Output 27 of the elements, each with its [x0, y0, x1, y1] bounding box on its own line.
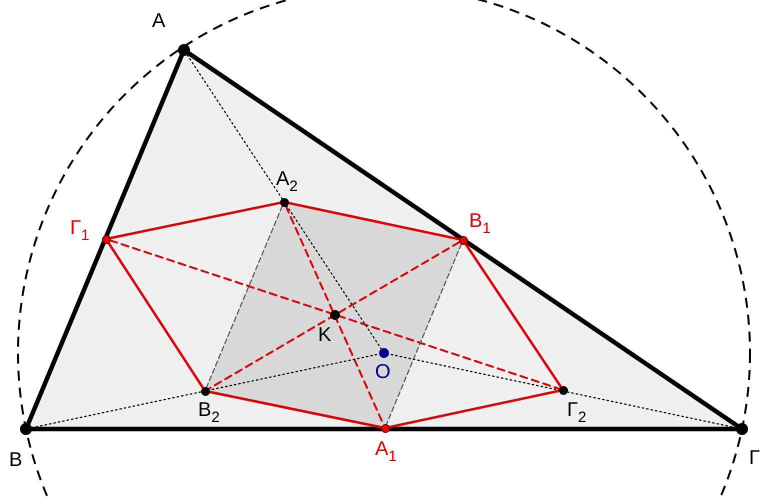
segment: [109, 202, 281, 240]
segment: [287, 202, 460, 240]
segment: [186, 51, 740, 428]
dashed-line: [208, 241, 460, 390]
point-label: A$_{1}$: [375, 438, 397, 460]
dashed-line: [386, 244, 462, 424]
point-label: Γ: [749, 447, 760, 469]
point-label: O: [375, 361, 391, 383]
point-label: B$_{2}$: [198, 399, 220, 421]
point-label: K: [318, 324, 332, 346]
dashed-line: [109, 239, 560, 390]
point-label: B: [9, 449, 22, 471]
segment: [464, 242, 562, 388]
dashed-line: [206, 206, 283, 388]
segment: [388, 390, 560, 428]
segment: [26, 53, 184, 426]
point-label: B$_{1}$: [469, 210, 491, 232]
point-label: A: [152, 10, 166, 32]
dashed-line: [186, 54, 382, 350]
point-label: A$_{2}$: [276, 168, 298, 190]
segment: [107, 242, 204, 388]
point-label: Γ$_{1}$: [70, 217, 90, 239]
segment: [208, 390, 382, 428]
segment: [30, 426, 738, 432]
point-label: Γ$_{2}$: [567, 399, 586, 421]
dashed-line: [388, 353, 737, 428]
dashed-line: [31, 353, 380, 428]
